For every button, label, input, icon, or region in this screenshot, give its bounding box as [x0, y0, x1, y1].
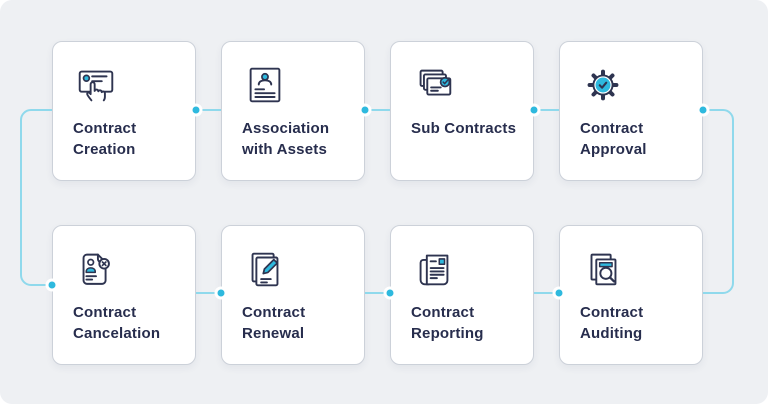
card-label: Contract Approval	[580, 120, 647, 158]
asset-profile-card-icon	[249, 67, 281, 103]
card-label: Contract Renewal	[242, 304, 306, 342]
card-label: Contract Auditing	[580, 304, 644, 342]
card-label: Association with Assets	[242, 120, 330, 158]
card-contract-reporting: Contract Reporting	[390, 225, 534, 365]
card-label: Contract Creation	[73, 120, 137, 158]
gear-check-icon	[587, 69, 619, 101]
document-pencil-icon	[251, 252, 279, 287]
connector-right-wrap	[703, 109, 734, 294]
connector-left-wrap	[20, 109, 52, 286]
card-contract-cancelation: Contract Cancelation	[52, 225, 196, 365]
card-sub-contracts: Sub Contracts	[390, 41, 534, 181]
document-person-cancel-icon	[82, 253, 110, 285]
card-label: Contract Cancelation	[73, 304, 161, 342]
contract-click-icon	[78, 70, 114, 102]
card-contract-renewal: Contract Renewal	[221, 225, 365, 365]
card-contract-approval: Contract Approval	[559, 41, 703, 181]
newspaper-report-icon	[419, 254, 449, 286]
stacked-contracts-check-icon	[419, 69, 452, 96]
documents-magnifier-icon	[590, 253, 617, 286]
card-label: Contract Reporting	[411, 304, 484, 342]
card-association-with-assets: Association with Assets	[221, 41, 365, 181]
card-label: Sub Contracts	[411, 120, 517, 137]
card-contract-auditing: Contract Auditing	[559, 225, 703, 365]
card-contract-creation: Contract Creation	[52, 41, 196, 181]
